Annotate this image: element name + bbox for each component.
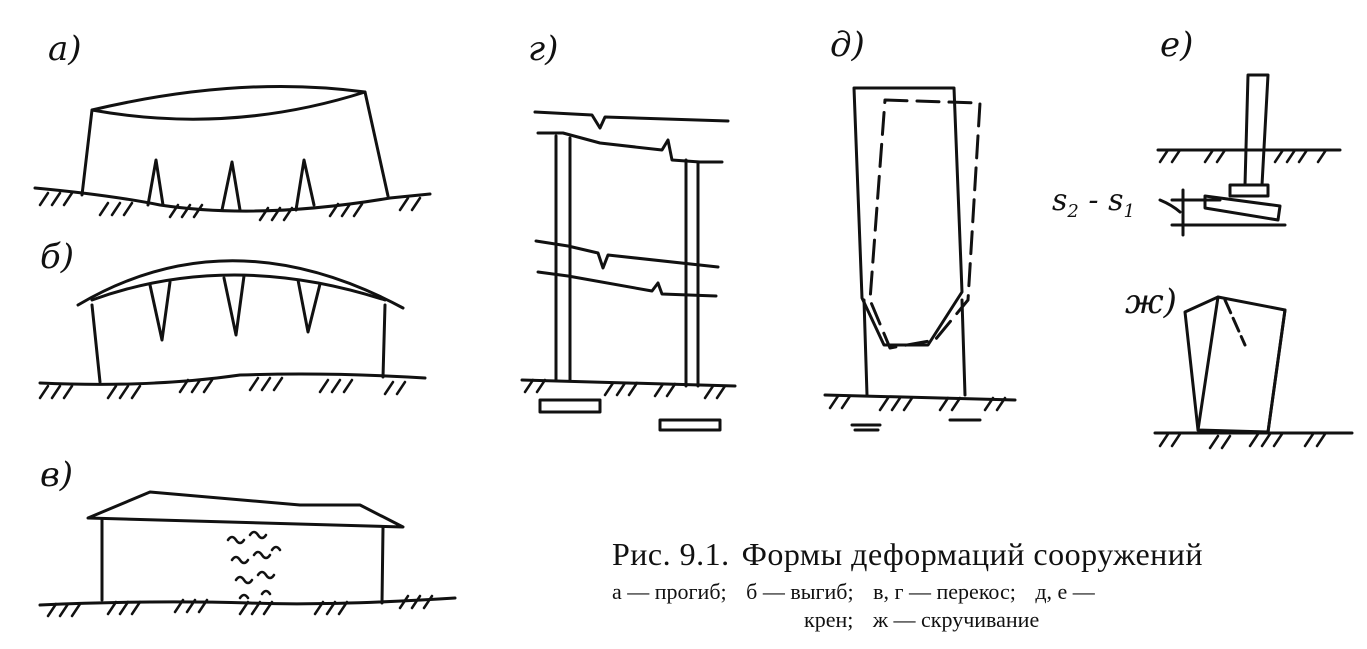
footing-e — [1203, 194, 1282, 222]
label-g: г) — [528, 29, 559, 69]
panel-d-drawing — [823, 86, 1017, 432]
formula-minus: - — [1078, 183, 1109, 218]
settlement-marks — [1170, 188, 1287, 237]
column-left — [554, 134, 572, 382]
pad-e — [1228, 183, 1270, 198]
column-e — [1243, 73, 1270, 187]
formula-s2-sub: 2 — [1067, 201, 1079, 222]
beam-mid-2 — [536, 270, 718, 298]
crack-b-3 — [296, 278, 322, 334]
label-a: а) — [48, 29, 82, 69]
foundation-d — [850, 418, 982, 432]
beam-top-2 — [536, 131, 724, 164]
roof-b — [76, 259, 405, 310]
caption-title-line: Рис. 9.1. Формы деформаций сооружений — [612, 536, 1357, 573]
panel-zh-drawing — [1153, 295, 1354, 450]
panel-a-drawing — [33, 84, 432, 222]
panel-g-drawing — [520, 110, 737, 432]
ground-line-a — [33, 186, 432, 213]
legend-item: а — прогиб; — [612, 579, 727, 604]
edge-zh-2 — [1223, 298, 1247, 347]
ground-line-b — [38, 372, 427, 386]
beam-mid — [534, 239, 720, 270]
legend-item: ж — скручивание — [872, 607, 1040, 632]
hatch-g — [523, 378, 727, 400]
settlement-formula: s2 - s1 — [1052, 183, 1135, 222]
caption-legend-line1: а — прогиб; б — выгиб; в, г — перекос; д… — [612, 579, 1357, 605]
crack-a-1 — [146, 158, 165, 207]
edge-zh-1 — [1196, 295, 1220, 432]
footing-right — [658, 418, 722, 432]
hatch-b — [38, 376, 407, 400]
crack-a-2 — [220, 160, 242, 212]
caption-legend-line2: крен; ж — скручивание — [804, 607, 1357, 633]
leader-e — [1158, 198, 1182, 214]
formula-s2: s — [1052, 183, 1068, 218]
ground-d — [823, 393, 1017, 402]
crack-b-2 — [222, 274, 246, 337]
figure-caption: Рис. 9.1. Формы деформаций сооружений а —… — [612, 536, 1357, 633]
formula-s1: s — [1108, 183, 1124, 218]
silo-solid — [852, 86, 964, 347]
ground-g — [520, 378, 737, 388]
legend-item: б — выгиб; — [746, 579, 854, 604]
hatch-zh — [1158, 432, 1327, 450]
silo-legs — [862, 298, 967, 397]
roof-line-a — [90, 90, 367, 121]
hatch-d — [828, 394, 1007, 412]
building-b — [90, 303, 387, 384]
building-a — [80, 84, 390, 198]
column-right — [684, 158, 700, 388]
silo-dashed — [868, 98, 982, 350]
label-b: б) — [40, 237, 75, 277]
roof-v — [86, 490, 405, 529]
formula-s1-sub: 1 — [1123, 201, 1135, 222]
hatch-e — [1158, 148, 1328, 164]
label-zh: ж) — [1125, 282, 1177, 322]
legend-item: крен; — [804, 607, 854, 632]
roof-inner-b — [90, 273, 387, 302]
beam-top — [533, 110, 730, 130]
caption-title: Формы деформаций сооружений — [741, 536, 1204, 572]
crack-b-1 — [148, 280, 172, 342]
legend-item: в, г — перекос; — [873, 579, 1016, 604]
hatch-v — [46, 594, 434, 618]
panel-e-drawing — [1156, 73, 1342, 237]
footing-left — [538, 398, 602, 414]
edge-zh-3 — [1266, 308, 1287, 434]
cracks-v — [226, 530, 282, 600]
label-d: д) — [830, 25, 865, 65]
caption-prefix: Рис. 9.1. — [612, 536, 730, 572]
label-v: в) — [40, 455, 74, 495]
crack-a-3 — [294, 158, 316, 212]
walls-v — [100, 518, 385, 605]
panel-v-drawing — [38, 490, 457, 618]
legend-item: д, е — — [1035, 579, 1095, 604]
label-e: е) — [1160, 25, 1194, 65]
panel-b-drawing — [38, 259, 427, 400]
hatch-a — [38, 191, 422, 222]
